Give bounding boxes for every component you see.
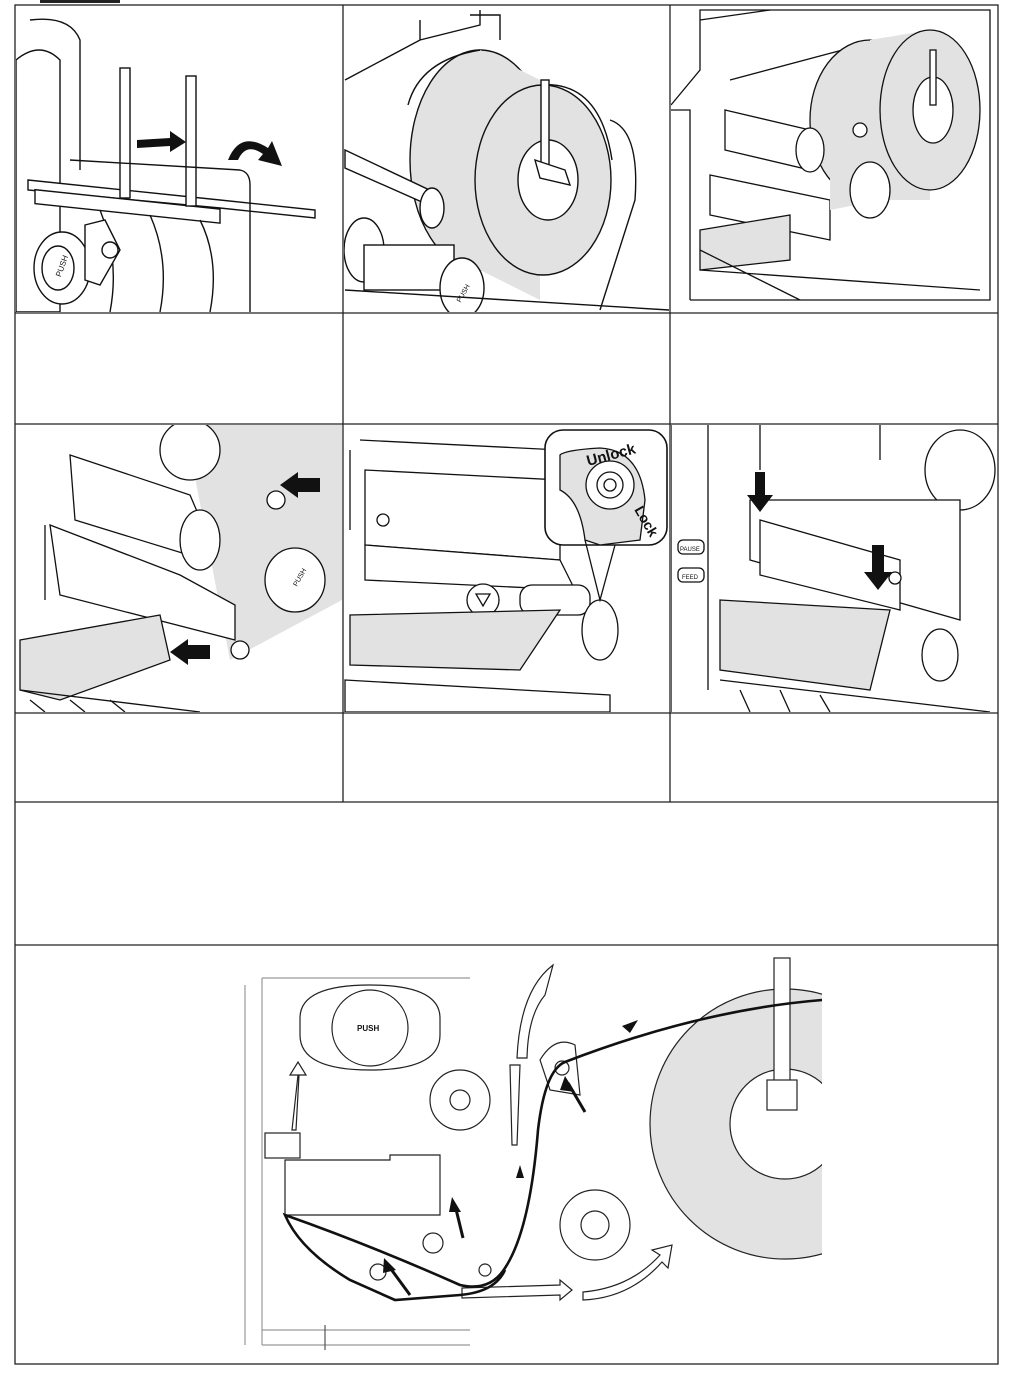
step-3-illustration — [671, 9, 991, 301]
push-arrow-icon-lower — [170, 639, 210, 665]
step-6-illustration: PAUSE FEED — [671, 425, 996, 712]
rotate-arrow-icon — [228, 141, 282, 166]
media-path-diagram: PUSH — [244, 950, 997, 1360]
press-arrow-icon — [747, 472, 773, 512]
step-2-illustration: PUSH — [344, 10, 669, 312]
step-1-illustration: PUSH — [16, 18, 316, 312]
press-arrow-icon-right — [864, 545, 892, 590]
step-4-illustration: PUSH — [19, 425, 342, 712]
pause-button-label: PAUSE — [680, 547, 700, 553]
cut-off-heading — [40, 0, 120, 3]
feed-button-label: FEED — [682, 575, 699, 581]
slide-arrow-icon — [137, 131, 186, 152]
step-5-illustration: Unlock Lock — [344, 429, 668, 712]
push-knob-label: PUSH — [357, 1024, 379, 1033]
grid-lines — [14, 4, 999, 1365]
push-arrow-icon — [280, 472, 320, 498]
